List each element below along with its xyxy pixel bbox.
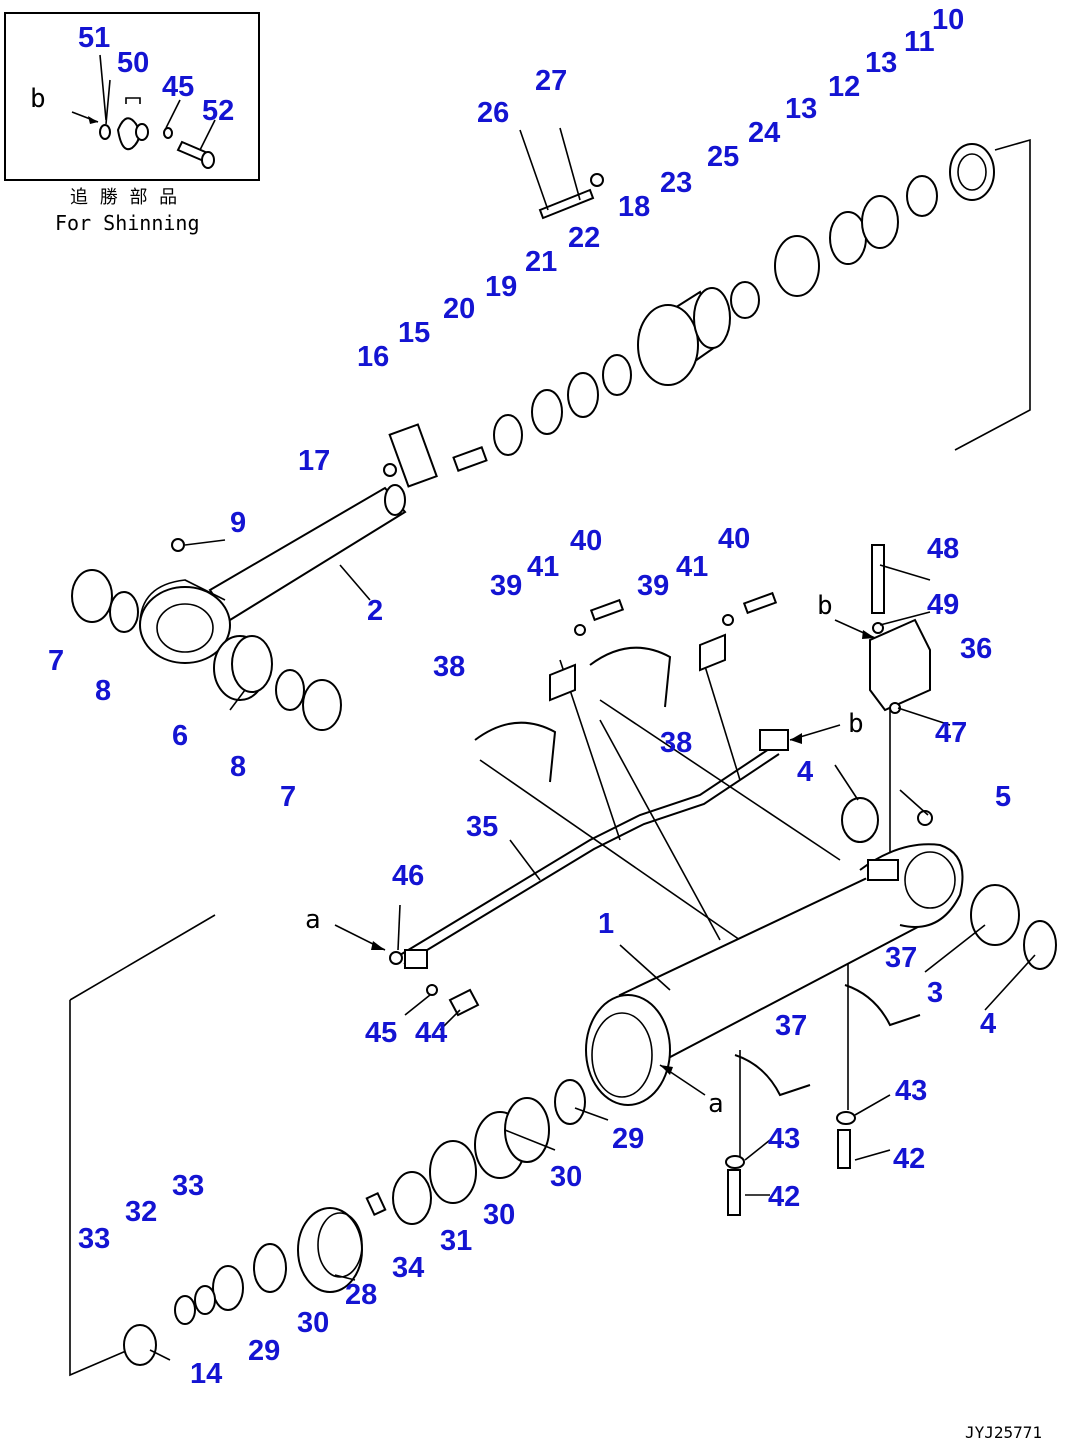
ref-letter-a: a <box>708 1089 724 1119</box>
callout: 10 <box>932 4 964 36</box>
callout: 15 <box>398 317 430 349</box>
callout: 2 <box>367 595 383 627</box>
callout: 40 <box>718 523 750 555</box>
ref-letter-a: a <box>305 905 321 935</box>
cylinder-tube <box>585 843 964 1106</box>
callout: 5 <box>995 781 1011 813</box>
callout: 37 <box>885 942 917 974</box>
callout: 48 <box>927 533 959 565</box>
callout: 22 <box>568 222 600 254</box>
callout: 9 <box>230 507 246 539</box>
callout: 39 <box>490 570 522 602</box>
callout: 42 <box>893 1143 925 1175</box>
inset-caption-jp: 追 勝 部 品 <box>70 187 180 208</box>
callout: 12 <box>828 71 860 103</box>
callout-labels: 51 50 45 52 10 11 13 12 13 24 25 23 18 2… <box>48 4 1011 1390</box>
inset-for-shimming <box>4 12 260 181</box>
inset-caption-en: For Shinning <box>55 211 200 235</box>
seal-rings <box>71 538 342 731</box>
callout: 44 <box>415 1017 447 1049</box>
callout: 36 <box>960 633 992 665</box>
callout: 1 <box>598 908 614 940</box>
callout: 30 <box>483 1199 515 1231</box>
callout: 42 <box>768 1181 800 1213</box>
callout: 32 <box>125 1196 157 1228</box>
reference-arrows <box>334 619 876 1096</box>
callout: 24 <box>748 117 780 149</box>
callout: 31 <box>440 1225 472 1257</box>
callout: 8 <box>230 751 246 783</box>
callout: 3 <box>927 977 943 1009</box>
callout: 7 <box>48 645 64 677</box>
callout: 35 <box>466 811 498 843</box>
callout: 38 <box>660 727 692 759</box>
callout: 13 <box>865 47 897 79</box>
callout: 6 <box>172 720 188 752</box>
ref-letter-b-inset: b <box>30 84 46 114</box>
callout: 29 <box>248 1335 280 1367</box>
callout: 41 <box>676 551 708 583</box>
callout: 30 <box>550 1161 582 1193</box>
callout-45-inset: 45 <box>162 71 194 103</box>
callout: 23 <box>660 167 692 199</box>
callout: 4 <box>797 756 813 788</box>
callout: 43 <box>895 1075 927 1107</box>
callout: 40 <box>570 525 602 557</box>
callout-51: 51 <box>78 22 110 54</box>
callout: 39 <box>637 570 669 602</box>
callout: 47 <box>935 717 967 749</box>
drawing-code: JYJ25771 <box>965 1423 1042 1442</box>
callout: 30 <box>297 1307 329 1339</box>
callout: 19 <box>485 271 517 303</box>
callout: 14 <box>190 1358 222 1390</box>
callout: 29 <box>612 1123 644 1155</box>
clamps-37 <box>725 984 921 1216</box>
clamps <box>474 591 778 783</box>
callout: 41 <box>527 551 559 583</box>
callout: 17 <box>298 445 330 477</box>
callout-50: 50 <box>117 47 149 79</box>
pipe-35 <box>389 729 789 1017</box>
bushing-6 <box>213 635 273 701</box>
callout: 34 <box>392 1252 424 1284</box>
leader-lines <box>99 54 1036 1361</box>
callout: 28 <box>345 1279 377 1311</box>
callout: 20 <box>443 293 475 325</box>
callout: 7 <box>280 781 296 813</box>
bushing-3 <box>841 797 1057 970</box>
callout: 18 <box>618 191 650 223</box>
callout: 33 <box>78 1223 110 1255</box>
cylinder-head-parts <box>383 143 995 488</box>
callout: 33 <box>172 1170 204 1202</box>
callout: 27 <box>535 65 567 97</box>
callout-52: 52 <box>202 95 234 127</box>
piston-rod <box>139 484 407 664</box>
callout: 46 <box>392 860 424 892</box>
ref-letter-b: b <box>817 591 833 621</box>
piston-parts <box>123 1079 586 1366</box>
reference-letters: b a a b b 追 勝 部 品 For Shinning JYJ25771 <box>30 84 1042 1442</box>
callout: 21 <box>525 246 557 278</box>
callout: 11 <box>904 26 935 58</box>
ref-letter-b: b <box>848 709 864 739</box>
callout: 16 <box>357 341 389 373</box>
callout: 38 <box>433 651 465 683</box>
valve-block-36 <box>869 544 931 714</box>
callout: 13 <box>785 93 817 125</box>
callout: 37 <box>775 1010 807 1042</box>
callout: 4 <box>980 1008 996 1040</box>
callout: 43 <box>768 1123 800 1155</box>
callout: 45 <box>365 1017 397 1049</box>
callout: 25 <box>707 141 739 173</box>
callout: 8 <box>95 675 111 707</box>
callout: 49 <box>927 589 959 621</box>
callout: 26 <box>477 97 509 129</box>
